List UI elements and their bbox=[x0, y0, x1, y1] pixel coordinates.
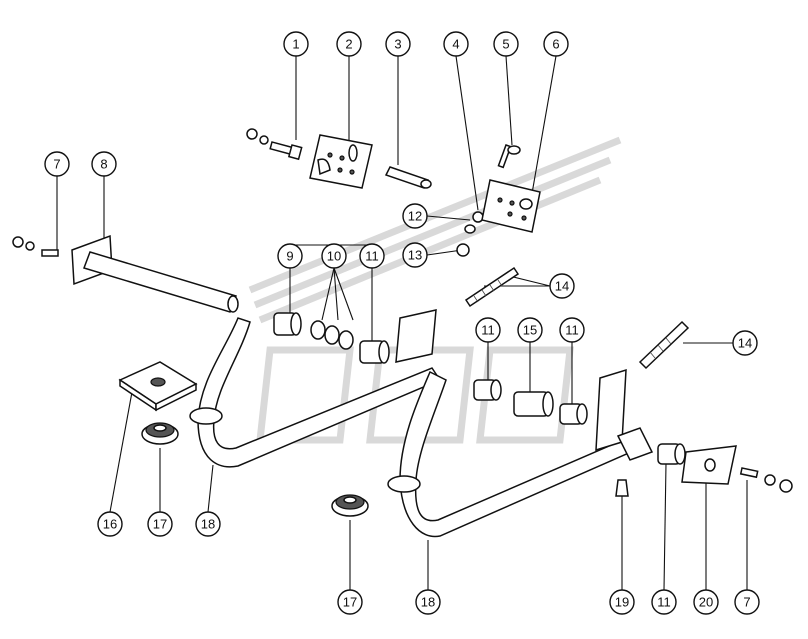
svg-text:7: 7 bbox=[743, 595, 750, 610]
callout-18-b: 18 bbox=[415, 589, 441, 615]
part-sleeve-15 bbox=[513, 391, 554, 417]
part-mount-16 bbox=[118, 361, 198, 412]
callout-11-c: 11 bbox=[559, 317, 585, 343]
svg-text:18: 18 bbox=[421, 595, 435, 610]
svg-text:2: 2 bbox=[345, 37, 352, 52]
callout-14-b: 14 bbox=[732, 330, 758, 356]
svg-text:17: 17 bbox=[153, 517, 167, 532]
svg-text:11: 11 bbox=[365, 249, 379, 264]
svg-text:3: 3 bbox=[394, 37, 401, 52]
svg-text:14: 14 bbox=[738, 336, 752, 351]
svg-text:16: 16 bbox=[103, 517, 117, 532]
callout-1: 1 bbox=[283, 31, 309, 57]
part-screw-5 bbox=[497, 144, 521, 169]
part-shaft-8 bbox=[71, 234, 239, 313]
callout-13: 13 bbox=[402, 242, 428, 268]
callout-7-bottom: 7 bbox=[734, 589, 760, 615]
callout-12: 12 bbox=[402, 203, 428, 229]
part-spring-14-b bbox=[638, 320, 690, 370]
part-bushing-11-a bbox=[359, 340, 390, 364]
svg-text:20: 20 bbox=[699, 595, 713, 610]
svg-text:19: 19 bbox=[615, 595, 629, 610]
part-grommet-17-b bbox=[331, 494, 369, 517]
part-plate-6 bbox=[481, 179, 541, 233]
callout-9: 9 bbox=[277, 243, 303, 269]
callout-3: 3 bbox=[385, 31, 411, 57]
watermark-logo bbox=[248, 136, 622, 444]
svg-text:5: 5 bbox=[502, 37, 509, 52]
callout-16: 16 bbox=[97, 511, 123, 537]
svg-text:17: 17 bbox=[343, 595, 357, 610]
part-bushing-11-c bbox=[559, 403, 588, 425]
callout-20: 20 bbox=[693, 589, 719, 615]
svg-text:12: 12 bbox=[408, 209, 422, 224]
callout-19: 19 bbox=[609, 589, 635, 615]
part-flange-20 bbox=[681, 445, 737, 485]
callout-5: 5 bbox=[493, 31, 519, 57]
svg-text:18: 18 bbox=[201, 517, 215, 532]
callout-17-b: 17 bbox=[337, 589, 363, 615]
svg-text:11: 11 bbox=[657, 595, 671, 610]
callout-8: 8 bbox=[91, 151, 117, 177]
svg-text:6: 6 bbox=[552, 37, 559, 52]
callout-4: 4 bbox=[443, 31, 469, 57]
part-pin-3 bbox=[384, 166, 432, 189]
svg-text:15: 15 bbox=[523, 323, 537, 338]
part-bushing-11-b bbox=[473, 379, 502, 401]
svg-text:9: 9 bbox=[286, 249, 293, 264]
part-plate-2 bbox=[309, 134, 373, 189]
svg-text:14: 14 bbox=[555, 279, 569, 294]
callout-17-a: 17 bbox=[147, 511, 173, 537]
callout-6: 6 bbox=[543, 31, 569, 57]
callout-2: 2 bbox=[336, 31, 362, 57]
part-bolt-7-left bbox=[12, 236, 59, 257]
part-bushing-9 bbox=[273, 312, 302, 336]
part-nipple-19 bbox=[615, 479, 629, 497]
callout-11-b: 11 bbox=[475, 317, 501, 343]
callout-15: 15 bbox=[517, 317, 543, 343]
callout-14-a: 14 bbox=[549, 273, 575, 299]
part-spring-14-a bbox=[464, 266, 520, 308]
callout-10: 10 bbox=[321, 243, 347, 269]
svg-text:4: 4 bbox=[452, 37, 459, 52]
part-washer-12 bbox=[464, 224, 476, 234]
svg-text:13: 13 bbox=[408, 248, 422, 263]
part-rings-10 bbox=[310, 320, 354, 350]
part-bushing-11-d bbox=[657, 443, 686, 465]
part-bolt-7-right bbox=[739, 467, 793, 493]
svg-text:10: 10 bbox=[327, 249, 341, 264]
svg-text:8: 8 bbox=[100, 157, 107, 172]
svg-text:11: 11 bbox=[481, 323, 495, 338]
part-nut-13 bbox=[456, 243, 470, 257]
part-bolt-1 bbox=[246, 128, 303, 161]
svg-text:7: 7 bbox=[53, 157, 60, 172]
svg-text:11: 11 bbox=[565, 323, 579, 338]
part-grommet-17-a bbox=[141, 422, 179, 445]
callout-11-a: 11 bbox=[359, 243, 385, 269]
part-frame-18-b bbox=[387, 368, 654, 538]
callout-18-a: 18 bbox=[195, 511, 221, 537]
callout-7-top: 7 bbox=[44, 151, 70, 177]
callout-11-d: 11 bbox=[651, 589, 677, 615]
svg-text:1: 1 bbox=[292, 37, 299, 52]
